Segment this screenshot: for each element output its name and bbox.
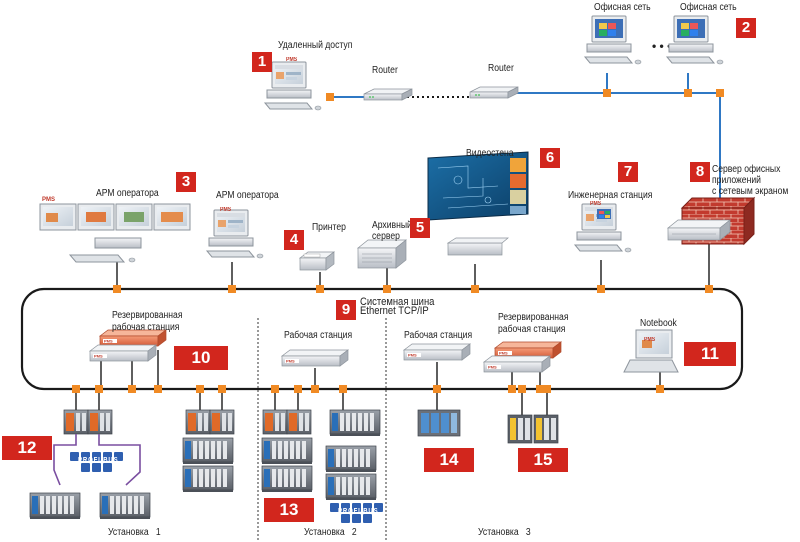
label-redundant-ws-2: Резервированная рабочая станция — [498, 312, 569, 335]
label-office-network-2: Офисная сеть — [680, 2, 737, 13]
label-router-1: Router — [372, 65, 398, 76]
label-video-wall: Видеостена — [466, 148, 514, 159]
label-workstation-2: Рабочая станция — [404, 330, 473, 341]
bus-nodes — [72, 89, 724, 393]
label-system-bus: Системная шина Ethernet TCP/IP — [360, 296, 435, 317]
router-2-device — [469, 86, 519, 99]
badge-1: 1 — [252, 52, 272, 72]
bus-bottom-drops — [75, 350, 661, 415]
engineering-station-pc — [574, 203, 632, 253]
pms-logo-engineering: PMS — [590, 201, 602, 207]
office-pc-1 — [584, 15, 642, 65]
badge-14: 14 — [424, 448, 474, 472]
label-installation-1: Установка 1 — [108, 527, 161, 538]
workstation-2-device — [403, 343, 471, 361]
office-server-firewall — [667, 196, 756, 246]
router-1-device — [363, 88, 413, 101]
label-office-network-1: Офисная сеть — [594, 2, 651, 13]
ellipsis-more-office: • • • — [652, 39, 671, 53]
label-installation-3: Установка 3 — [478, 527, 531, 538]
remote-access-pc — [264, 61, 322, 111]
label-workstation-1: Рабочая станция — [284, 330, 353, 341]
archive-server-device — [357, 239, 407, 269]
profibus-2 — [330, 503, 383, 523]
operator-workstation-single — [206, 209, 264, 259]
label-profibus-1: PROFI BUS — [78, 457, 119, 464]
label-office-server: Сервер офисных приложений с сетевым экра… — [712, 164, 789, 197]
label-operator-ws-1: АРМ оператора — [96, 188, 159, 199]
video-wall-device — [427, 151, 529, 256]
label-archive-server: Архивный сервер — [372, 220, 412, 242]
badge-5: 5 — [410, 218, 430, 238]
pms-logo-remote: PMS — [286, 57, 298, 63]
badge-4: 4 — [284, 230, 304, 250]
label-profibus-2: PROFI BUS — [338, 508, 379, 515]
badge-15: 15 — [518, 448, 568, 472]
pms-logo-notebook: PMS — [644, 337, 656, 343]
badge-2: 2 — [736, 18, 756, 38]
office-pc-2 — [666, 15, 724, 65]
label-redundant-ws-1: Резервированная рабочая станция — [112, 310, 183, 333]
printer-device — [298, 251, 336, 271]
badge-3: 3 — [176, 172, 196, 192]
profibus-1 — [53, 434, 141, 486]
system-bus-ring — [20, 287, 744, 391]
badge-6: 6 — [540, 148, 560, 168]
badge-7: 7 — [618, 162, 638, 182]
badge-9: 9 — [336, 300, 356, 320]
badge-12: 12 — [2, 436, 52, 460]
label-notebook: Notebook — [640, 318, 677, 329]
installation-2-controllers — [261, 409, 381, 501]
installation-dividers — [257, 318, 387, 540]
badge-10: 10 — [174, 346, 228, 370]
installation-1-controllers — [29, 409, 235, 520]
redundant-workstation-2 — [483, 341, 562, 373]
installation-3-controllers — [417, 409, 559, 444]
label-installation-2: Установка 2 — [304, 527, 357, 538]
label-operator-ws-2: АРМ оператора — [216, 190, 279, 201]
label-printer: Принтер — [312, 222, 346, 233]
label-remote-access: Удаленный доступ — [278, 40, 353, 51]
label-engineering-station: Инженерная станция — [568, 190, 653, 201]
badge-11: 11 — [684, 342, 736, 366]
pms-logo: PMS — [42, 197, 55, 203]
badge-8: 8 — [690, 162, 710, 182]
workstation-1-device — [281, 349, 349, 367]
notebook-device — [623, 329, 679, 373]
pms-logo-operator-2: PMS — [220, 207, 232, 213]
operator-workstation-multi: PMS — [39, 197, 191, 263]
redundant-workstation-1 — [89, 329, 167, 362]
label-router-2: Router — [488, 63, 514, 74]
badge-13: 13 — [264, 498, 314, 522]
